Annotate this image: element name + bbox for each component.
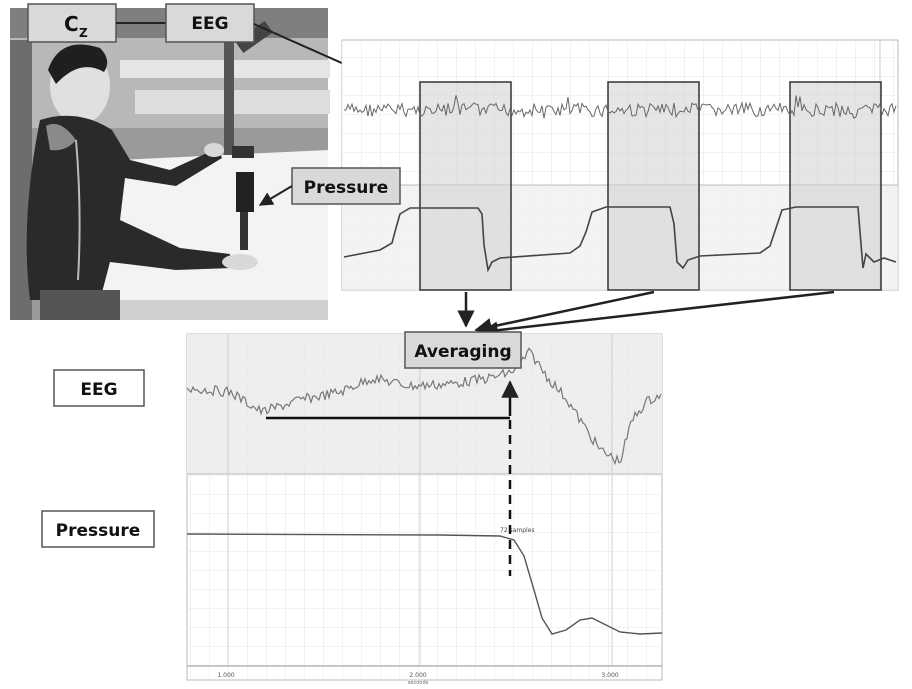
eeg-left-label-box: EEG [53,369,145,407]
averaging-label: Averaging [414,342,511,362]
averaging-window-3 [789,81,882,291]
pressure-sensor-arrow [258,185,293,206]
x-axis-unit: seconds [408,680,429,685]
pressure-left-label: Pressure [56,521,141,541]
averaged-eeg-trace [186,347,662,466]
averaged-panel: 72 samples 1.000 2.000 3.000 seconds [186,333,663,686]
eeg-top-label-box: EEG [165,3,255,43]
raw-eeg-trace [343,95,897,119]
pressure-top-label: Pressure [304,178,389,198]
window2-to-averaging-arrow [474,290,655,336]
eeg-top-label: EEG [191,14,228,34]
raw-pressure-trace [343,206,897,273]
pressure-top-label-box: Pressure [291,167,401,205]
pressure-left-label-box: Pressure [41,510,155,548]
cz-subscript: Z [79,26,88,40]
marker-annotation: 72 samples [500,527,534,534]
x-tick-1: 1.000 [217,672,234,679]
averaging-label-box: Averaging [404,331,522,369]
x-tick-3: 3.000 [601,672,618,679]
averaging-window-1 [419,81,512,291]
averaged-pressure-trace [186,533,663,635]
cz-label-box: C Z [27,3,117,43]
raw-recording-panel [341,39,899,291]
cz-label: C [64,12,79,36]
window3-to-averaging-arrow [480,290,835,339]
experiment-photo [10,8,330,320]
x-tick-2: 2.000 [409,672,426,679]
eeg-left-label: EEG [80,380,117,400]
averaging-window-2 [607,81,700,291]
